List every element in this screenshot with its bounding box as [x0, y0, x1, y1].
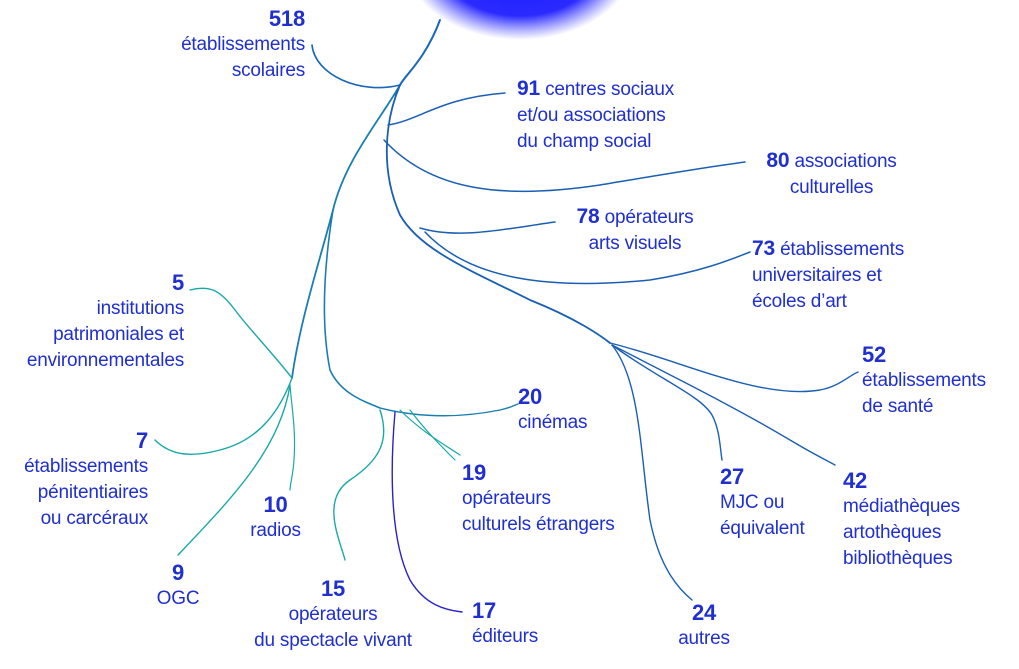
- node-prisons-line-3: ou carcéraux: [40, 508, 149, 529]
- node-visual-arts: 78 opérateurs arts visuels: [565, 204, 705, 257]
- node-prisons-number: 7: [135, 428, 148, 453]
- node-health: 52 établissements de santé: [862, 342, 986, 420]
- branch-heritage: [189, 287, 293, 379]
- branch-foreign-2: [409, 409, 456, 461]
- branch-foreign: [399, 409, 461, 456]
- branch-cinemas: [379, 403, 519, 417]
- branch-universities: [424, 231, 751, 285]
- node-schools-number: 518: [268, 6, 305, 31]
- node-universities-line-2: écoles d’art: [752, 291, 847, 312]
- branch-radios: [289, 384, 296, 491]
- node-mjc-line-2: équivalent: [720, 518, 805, 539]
- node-cultural-assoc-number: 80: [766, 149, 790, 172]
- branch-social: [387, 92, 506, 126]
- node-prisons-line-1: établissements: [24, 456, 148, 477]
- branch-performing: [333, 409, 385, 561]
- node-mjc-line-1: MJC ou: [720, 492, 785, 513]
- branch-others: [611, 344, 693, 601]
- node-social-line-1: et/ou associations: [517, 105, 666, 126]
- node-schools-line-2: scolaires: [231, 60, 305, 81]
- node-others-number: 24: [691, 600, 717, 625]
- node-ogc-line-1: OGC: [156, 588, 200, 609]
- node-health-line-2: de santé: [862, 396, 934, 417]
- branch-mid-spine: [323, 209, 381, 409]
- branch-cultural-assoc: [383, 139, 746, 193]
- branch-visual-arts: [419, 221, 556, 234]
- node-prisons: 7 établissements pénitentiaires ou carcé…: [2, 428, 148, 532]
- node-libraries-line-3: bibliothèques: [843, 548, 953, 569]
- node-cinemas: 20 cinémas: [518, 384, 588, 436]
- node-schools: 518 établissements scolaires: [150, 6, 305, 84]
- node-visual-arts-first: opérateurs: [604, 207, 694, 228]
- branch-health: [609, 342, 859, 393]
- node-heritage-line-2: patrimoniales et: [53, 324, 184, 345]
- node-libraries-line-2: artothèques: [843, 522, 942, 543]
- node-universities-first: établissements: [780, 239, 904, 260]
- node-prisons-line-2: pénitentiaires: [37, 482, 148, 503]
- node-universities-line-1: universitaires et: [752, 265, 882, 286]
- node-universities-number: 73: [752, 237, 775, 260]
- node-publishers-number: 17: [472, 598, 497, 623]
- node-radios-number: 10: [263, 492, 288, 517]
- node-universities: 73 établissements universitaires et écol…: [752, 236, 904, 315]
- branch-publishers: [391, 411, 463, 613]
- node-heritage-number: 5: [171, 270, 184, 295]
- node-cultural-assoc-line-1: culturelles: [789, 177, 874, 198]
- node-performing-line-2: du spectacle vivant: [254, 630, 412, 651]
- node-libraries: 42 médiathèques artothèques bibliothèque…: [843, 468, 960, 572]
- branch-trunk: [399, 19, 441, 86]
- branch-prisons: [154, 377, 293, 455]
- node-ogc-number: 9: [171, 560, 185, 585]
- node-foreign-line-2: culturels étrangers: [462, 514, 615, 535]
- node-others: 24 autres: [664, 600, 744, 652]
- node-social-number: 91: [517, 77, 540, 100]
- node-libraries-number: 42: [843, 468, 868, 493]
- branch-main-left: [291, 84, 401, 379]
- node-visual-arts-line-1: arts visuels: [588, 233, 682, 254]
- node-cinemas-number: 20: [518, 384, 543, 409]
- node-foreign-line-1: opérateurs: [462, 488, 551, 509]
- node-health-line-1: établissements: [862, 370, 986, 391]
- node-foreign: 19 opérateurs culturels étrangers: [462, 460, 615, 538]
- node-performing-line-1: opérateurs: [288, 604, 378, 625]
- node-visual-arts-number: 78: [576, 205, 600, 228]
- node-others-line-1: autres: [678, 628, 730, 649]
- node-heritage: 5 institutions patrimoniales et environn…: [2, 270, 184, 374]
- branch-mjc: [611, 344, 723, 461]
- branch-libraries: [611, 344, 836, 466]
- branch-main-right: [385, 84, 611, 344]
- node-radios: 10 radios: [238, 492, 313, 544]
- node-cinemas-line-1: cinémas: [518, 412, 588, 433]
- node-libraries-line-1: médiathèques: [843, 496, 960, 517]
- branch-ogc: [177, 384, 291, 556]
- branches: [154, 19, 859, 613]
- branch-schools: [311, 44, 401, 89]
- node-cultural-assoc: 80 associations culturelles: [744, 148, 919, 201]
- node-schools-line-1: établissements: [181, 34, 305, 55]
- node-performing-number: 15: [320, 576, 346, 601]
- node-social: 91 centres sociaux et/ou associations du…: [517, 76, 674, 155]
- node-foreign-number: 19: [462, 460, 487, 485]
- node-radios-line-1: radios: [250, 520, 301, 541]
- node-health-number: 52: [862, 342, 887, 367]
- node-social-line-2: du champ social: [517, 131, 652, 152]
- node-mjc: 27 MJC ou équivalent: [720, 464, 805, 542]
- node-publishers-line-1: éditeurs: [472, 626, 538, 647]
- node-publishers: 17 éditeurs: [472, 598, 538, 650]
- node-heritage-line-1: institutions: [96, 298, 185, 319]
- node-social-first: centres sociaux: [545, 79, 675, 100]
- source-glow: [420, 0, 620, 40]
- node-heritage-line-3: environnementales: [26, 350, 184, 371]
- node-mjc-number: 27: [720, 464, 745, 489]
- node-cultural-assoc-first: associations: [794, 151, 897, 172]
- node-ogc: 9 OGC: [148, 560, 208, 612]
- node-performing: 15 opérateurs du spectacle vivant: [228, 576, 438, 654]
